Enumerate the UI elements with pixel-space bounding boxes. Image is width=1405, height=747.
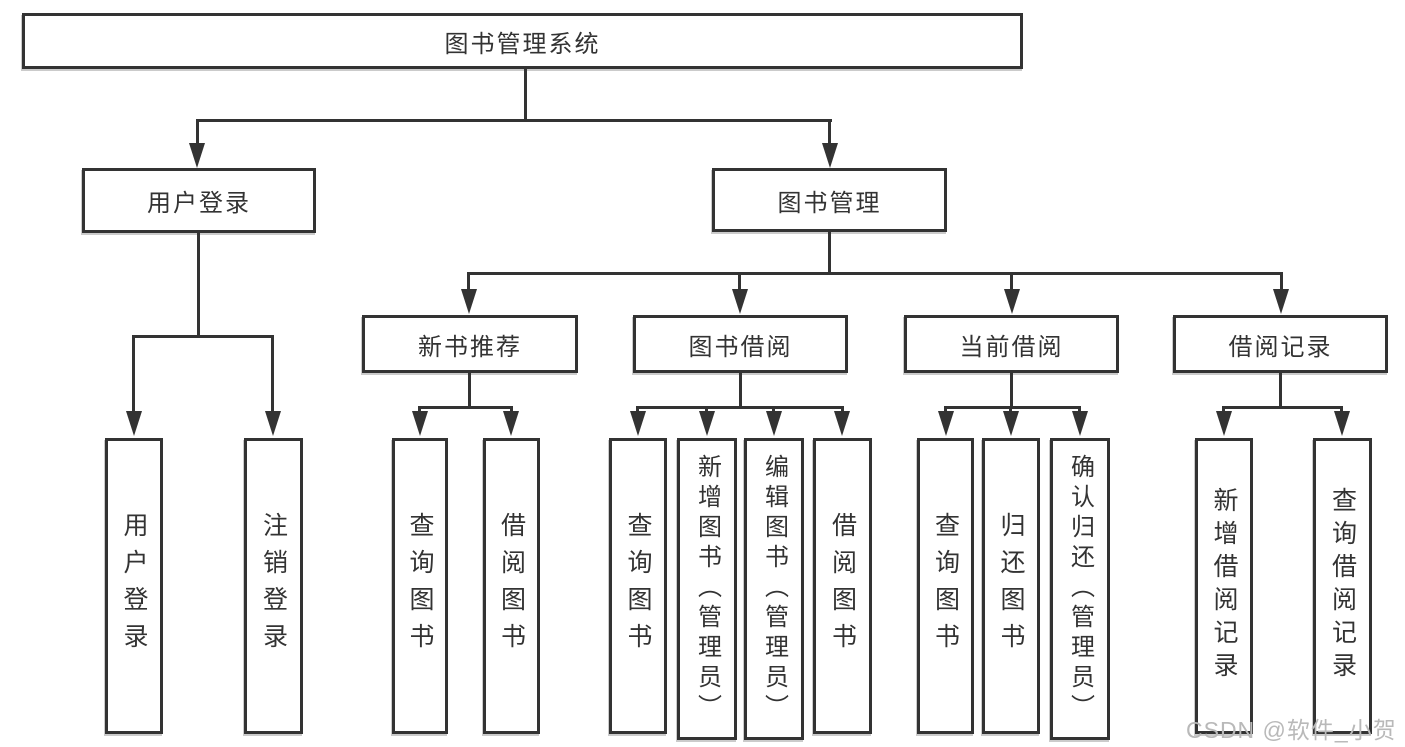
connector-drop: [1340, 406, 1343, 414]
arrow-down: [699, 411, 715, 436]
arrow-down: [412, 411, 428, 436]
arrow-down-to-leaf-logout: [265, 411, 281, 436]
arrow-down-to-new-book: [461, 289, 477, 314]
connector-drop: [418, 406, 421, 414]
node-new-book-recommend: 新书推荐: [362, 315, 578, 373]
leaf-add-borrow-record: 新增借阅记录: [1195, 438, 1253, 734]
arrow-down: [1003, 411, 1019, 436]
connector-drop-borrow-records: [1280, 272, 1283, 292]
connector-drop-book-management: [828, 119, 831, 146]
node-user-login: 用户登录: [82, 168, 316, 233]
connector-drop: [1009, 406, 1012, 414]
arrow-down: [1334, 411, 1350, 436]
arrow-down-to-current-borrow: [1004, 289, 1020, 314]
leaf-borrow-books-recommend: 借阅图书: [483, 438, 540, 734]
connector-drop-new-book: [467, 272, 470, 292]
connector-borrow-records-splitter: [1222, 406, 1343, 409]
leaf-user-login: 用户登录: [105, 438, 163, 734]
connector-drop: [510, 406, 513, 414]
connector-level3-splitter: [467, 272, 1283, 275]
connector-user-login-stub: [197, 233, 200, 335]
connector-level2-splitter: [196, 119, 832, 122]
leaf-logout: 注销登录: [244, 438, 303, 734]
connector-new-book-stub: [468, 373, 471, 406]
leaf-query-books-recommend: 查询图书: [392, 438, 448, 734]
connector-current-borrow-splitter: [944, 406, 1081, 409]
connector-drop: [841, 406, 844, 414]
leaf-query-books-borrow: 查询图书: [609, 438, 667, 734]
connector-drop-leaf-logout: [271, 335, 274, 411]
connector-drop-book-borrow: [738, 272, 741, 292]
connector-new-book-splitter: [418, 406, 513, 409]
arrow-down: [1072, 411, 1088, 436]
arrow-down: [834, 411, 850, 436]
connector-drop: [705, 406, 708, 414]
arrow-down-to-leaf-login: [126, 411, 142, 436]
arrow-down-to-borrow-records: [1273, 289, 1289, 314]
leaf-borrow-books: 借阅图书: [813, 438, 872, 734]
connector-drop: [944, 406, 947, 414]
connector-current-borrow-stub: [1010, 373, 1013, 406]
arrow-down: [1216, 411, 1232, 436]
node-borrow-records: 借阅记录: [1173, 315, 1388, 373]
node-book-borrow: 图书借阅: [633, 315, 848, 373]
leaf-confirm-return-admin: 确认归还（管理员）: [1050, 438, 1110, 740]
leaf-edit-books-admin: 编辑图书（管理员）: [744, 438, 804, 740]
arrow-down: [630, 411, 646, 436]
leaf-query-books-current: 查询图书: [917, 438, 974, 734]
connector-drop-leaf-login: [132, 335, 135, 411]
arrow-down-to-book-management: [822, 143, 838, 168]
connector-user-login-splitter: [132, 335, 274, 338]
connector-borrow-records-stub: [1279, 373, 1282, 406]
connector-drop: [1222, 406, 1225, 414]
connector-book-borrow-stub: [739, 373, 742, 406]
leaf-return-books: 归还图书: [982, 438, 1040, 734]
connector-book-management-stub: [828, 232, 831, 272]
connector-drop: [772, 406, 775, 414]
connector-drop-current-borrow: [1010, 272, 1013, 292]
arrow-down: [766, 411, 782, 436]
leaf-add-books-admin: 新增图书（管理员）: [677, 438, 737, 740]
connector-root-stub: [524, 69, 527, 119]
node-book-management: 图书管理: [712, 168, 947, 232]
node-current-borrow: 当前借阅: [904, 315, 1119, 373]
connector-drop: [636, 406, 639, 414]
node-root-library-management-system: 图书管理系统: [22, 13, 1023, 69]
arrow-down: [503, 411, 519, 436]
connector-book-borrow-splitter: [636, 406, 844, 409]
arrow-down: [938, 411, 954, 436]
csdn-watermark: CSDN @软件_小贺同学: [1186, 717, 1397, 743]
arrow-down-to-book-borrow: [732, 289, 748, 314]
connector-drop-user-login: [196, 119, 199, 146]
leaf-query-borrow-record: 查询借阅记录: [1313, 438, 1372, 734]
connector-drop: [1078, 406, 1081, 414]
arrow-down-to-user-login: [189, 143, 205, 168]
